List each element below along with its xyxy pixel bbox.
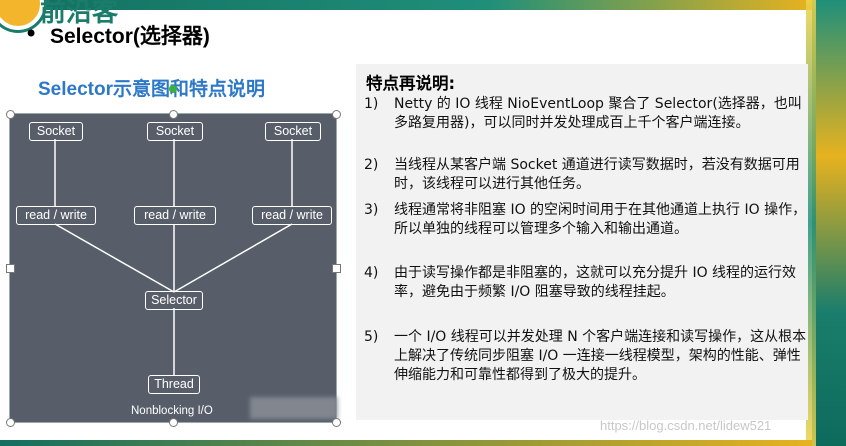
notes-title: 特点再说明: xyxy=(366,74,456,93)
read-write-node-3: read / write xyxy=(252,206,332,225)
note-number: 5) xyxy=(364,329,379,345)
bottom-decor-stripe xyxy=(0,440,812,446)
note-text: 一个 I/O 线程可以并发处理 N 个客户端连接和读写操作，这从根本上解决了传统… xyxy=(394,329,807,383)
right-decor-band xyxy=(812,0,846,446)
slide-title: Selector(选择器) xyxy=(50,25,210,48)
resize-handle-left[interactable] xyxy=(6,264,15,273)
thread-node: Thread xyxy=(148,375,200,394)
note-text: Netty 的 IO 线程 NioEventLoop 聚合了 Selector(… xyxy=(394,96,802,131)
selector-diagram-image[interactable]: Socket Socket Socket read / write read /… xyxy=(9,113,338,423)
notes-panel[interactable]: 特点再说明: 1) Netty 的 IO 线程 NioEventLoop 聚合了… xyxy=(356,64,808,420)
socket-node-3: Socket xyxy=(265,122,321,141)
note-number: 1) xyxy=(364,96,379,112)
resize-handle-right[interactable] xyxy=(332,264,341,273)
resize-handle-top-right[interactable] xyxy=(332,110,341,119)
logo-text: 前沿客 xyxy=(40,0,119,28)
read-write-node-2: read / write xyxy=(134,206,216,225)
resize-handle-top[interactable] xyxy=(169,110,178,119)
diagram-connectors xyxy=(54,139,293,376)
note-number: 3) xyxy=(364,202,379,218)
note-number: 4) xyxy=(364,265,379,281)
selector-node: Selector xyxy=(145,291,203,310)
resize-handle-bottom-left[interactable] xyxy=(6,418,15,427)
bullet-icon: • xyxy=(24,20,39,48)
resize-handle-top-left[interactable] xyxy=(6,110,15,119)
note-number: 2) xyxy=(364,157,379,173)
right-decor-band-inner xyxy=(806,0,816,446)
resize-handle-bottom[interactable] xyxy=(169,418,178,427)
note-text: 由于读写操作都是非阻塞的，这就可以充分提升 IO 线程的运行效率，避免由于频繁 … xyxy=(394,265,797,300)
top-decor-stripe xyxy=(0,0,812,10)
note-text: 线程通常将非阻塞 IO 的空闲时间用于在其他通道上执行 IO 操作，所以单独的线… xyxy=(394,202,807,237)
socket-node-2: Socket xyxy=(147,122,203,141)
read-write-node-1: read / write xyxy=(16,206,96,225)
resize-handle-bottom-right[interactable] xyxy=(332,418,341,427)
note-text: 当线程从某客户端 Socket 通道进行读写数据时，若没有数据可用时，该线程可以… xyxy=(394,157,800,192)
rotate-handle-icon[interactable] xyxy=(169,85,177,93)
diagram-caption: Nonblocking I/O xyxy=(131,405,213,417)
diagram-title: Selector示意图和特点说明 xyxy=(38,79,265,100)
blurred-region xyxy=(250,397,338,419)
watermark-text: https://blog.csdn.net/lidew521 xyxy=(600,418,772,433)
socket-node-1: Socket xyxy=(29,122,83,141)
